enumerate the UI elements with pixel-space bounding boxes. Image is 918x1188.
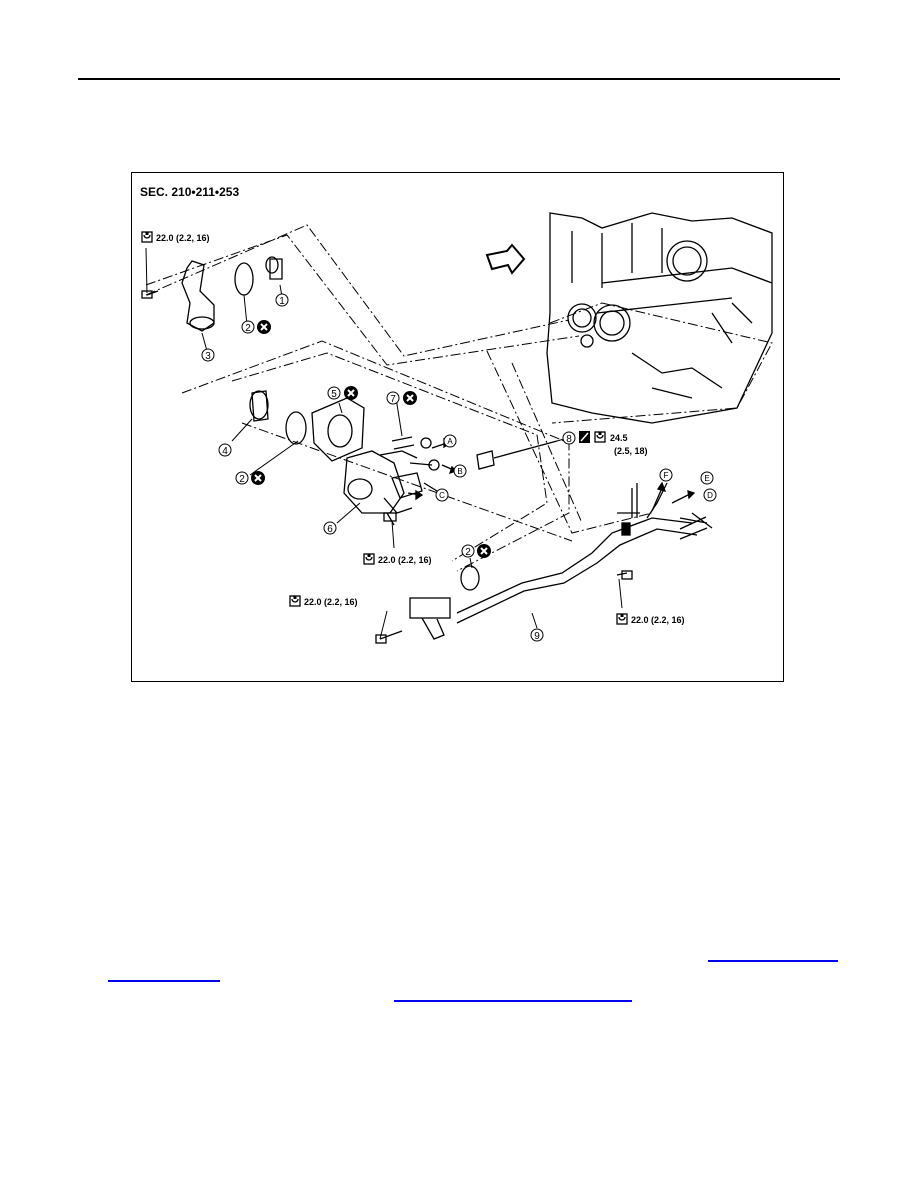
connection-e: E (700, 471, 714, 485)
header-rule (78, 78, 840, 80)
part-callout-5: 5 (327, 385, 359, 401)
reference-link-1[interactable] (708, 960, 838, 962)
svg-text:2: 2 (465, 547, 471, 558)
svg-text:22.0 (2.2, 16): 22.0 (2.2, 16) (378, 555, 432, 565)
svg-text:24.5: 24.5 (610, 433, 628, 443)
reference-link-3[interactable] (394, 1000, 632, 1002)
part-callout-2a: 2 (241, 319, 272, 335)
svg-text:C: C (439, 491, 445, 500)
part-callout-9: 9 (530, 628, 544, 642)
connection-b: B (453, 464, 467, 478)
part-callout-6: 6 (323, 521, 337, 535)
torque-wrench-icon (616, 613, 628, 625)
part-callout-8: 8 (562, 431, 590, 445)
torque-wrench-icon (363, 553, 375, 565)
exploded-view-figure: SEC. 210•211•253 (131, 172, 784, 682)
reference-link-2[interactable] (108, 980, 220, 982)
svg-text:22.0 (2.2, 16): 22.0 (2.2, 16) (156, 233, 210, 243)
svg-text:1: 1 (279, 296, 285, 307)
discard-icon (343, 385, 359, 401)
upper-outlet-group (141, 256, 283, 332)
svg-text:D: D (707, 491, 713, 500)
leader-lines (145, 247, 623, 640)
discard-icon (476, 543, 492, 559)
torque-wrench-icon (141, 231, 153, 243)
reference-lines (145, 224, 773, 572)
discard-icon (256, 319, 272, 335)
torque-wrench-icon (594, 431, 606, 443)
svg-text:22.0 (2.2, 16): 22.0 (2.2, 16) (304, 597, 358, 607)
svg-text:4: 4 (222, 446, 228, 457)
part-callout-4: 4 (218, 443, 232, 457)
sensor (476, 440, 558, 470)
part-callout-1: 1 (275, 293, 289, 307)
engine-block (546, 212, 773, 424)
svg-text:3: 3 (205, 351, 211, 362)
torque-wrench-icon (289, 595, 301, 607)
svg-text:2: 2 (245, 323, 251, 334)
svg-text:A: A (447, 437, 453, 446)
connection-letters: A B C F E D (435, 434, 717, 502)
svg-text:8: 8 (566, 434, 572, 445)
connection-d: D (703, 488, 717, 502)
torque-labels: 22.0 (2.2, 16) 22.0 (2.2, 16) 22.0 (2.2,… (141, 231, 685, 625)
part-callout-2c: 2 (461, 543, 492, 559)
svg-text:5: 5 (331, 389, 337, 400)
connection-a: A (443, 434, 457, 448)
discard-icon (402, 390, 418, 406)
part-number-callouts: 1 2 3 4 2 5 (201, 293, 590, 642)
diagram-svg: 1 2 3 4 2 5 (141, 212, 773, 644)
svg-text:F: F (664, 471, 669, 480)
svg-text:6: 6 (327, 524, 333, 535)
housing-group (249, 390, 423, 526)
torque-label-1: 22.0 (2.2, 16) (141, 231, 210, 243)
section-label: SEC. 210•211•253 (140, 185, 240, 199)
torque-label-3: 22.0 (2.2, 16) (289, 595, 358, 607)
discard-icon (250, 470, 266, 486)
svg-text:2: 2 (239, 474, 245, 485)
torque-label-4: 22.0 (2.2, 16) (616, 613, 685, 625)
svg-text:(2.5, 18): (2.5, 18) (614, 446, 648, 456)
connection-f: F (659, 468, 673, 482)
svg-text:9: 9 (534, 631, 540, 642)
part-callout-3: 3 (201, 348, 215, 362)
pins-group (391, 436, 440, 492)
svg-text:E: E (704, 474, 709, 483)
torque-label-2: 22.0 (2.2, 16) (363, 553, 432, 565)
part-callout-7: 7 (386, 390, 418, 406)
svg-text:7: 7 (390, 394, 396, 405)
front-arrow (485, 243, 526, 275)
part-callout-2b: 2 (235, 470, 266, 486)
svg-text:22.0 (2.2, 16): 22.0 (2.2, 16) (631, 615, 685, 625)
connection-c: C (435, 488, 449, 502)
torque-label-sensor: 24.5 (2.5, 18) (594, 431, 648, 456)
svg-text:B: B (457, 467, 462, 476)
